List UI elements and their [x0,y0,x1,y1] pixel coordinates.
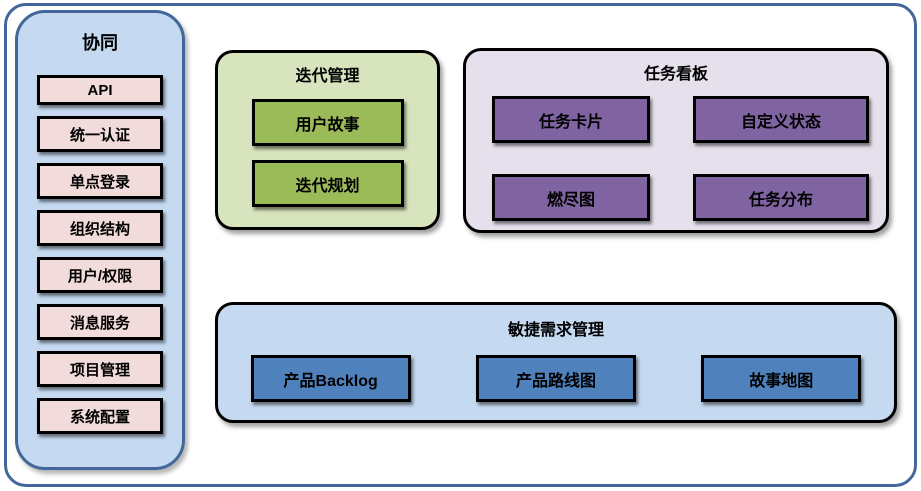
panel-agile-requirements: 敏捷需求管理 产品Backlog 产品路线图 故事地图 [215,302,897,423]
sidebar-item-project-management: 项目管理 [37,351,163,387]
item-task-card: 任务卡片 [492,96,650,143]
sidebar-item-api: API [37,75,163,105]
panel-iteration-management: 迭代管理 用户故事 迭代规划 [215,50,440,230]
panel-agile-title: 敏捷需求管理 [507,322,604,339]
sidebar-item-unified-auth: 统一认证 [37,116,163,152]
sidebar-collaboration: 协同 API 统一认证 单点登录 组织结构 用户/权限 消息服务 项目管理 系统… [15,10,185,470]
item-burndown-chart: 燃尽图 [492,174,650,221]
panel-task-board-items: 任务卡片 自定义状态 燃尽图 任务分布 [466,96,886,221]
item-custom-status: 自定义状态 [693,96,869,143]
item-product-backlog: 产品Backlog [250,355,411,402]
item-task-distribution: 任务分布 [693,174,869,221]
sidebar-title: 协同 [82,33,118,53]
sidebar-item-system-config: 系统配置 [37,398,163,434]
panel-task-board: 任务看板 任务卡片 自定义状态 燃尽图 任务分布 [463,48,889,233]
panel-task-board-title: 任务看板 [643,66,708,83]
panel-iteration-title: 迭代管理 [295,68,360,85]
item-iteration-planning: 迭代规划 [251,160,404,207]
panel-agile-items: 产品Backlog 产品路线图 故事地图 [218,355,894,402]
item-story-map: 故事地图 [701,355,862,402]
sidebar-item-message-service: 消息服务 [37,304,163,340]
panel-iteration-items: 用户故事 迭代规划 [218,99,437,207]
item-product-roadmap: 产品路线图 [475,355,636,402]
item-user-story: 用户故事 [251,99,404,146]
sidebar-item-sso: 单点登录 [37,163,163,199]
sidebar-item-user-permissions: 用户/权限 [37,257,163,293]
sidebar-item-org-structure: 组织结构 [37,210,163,246]
